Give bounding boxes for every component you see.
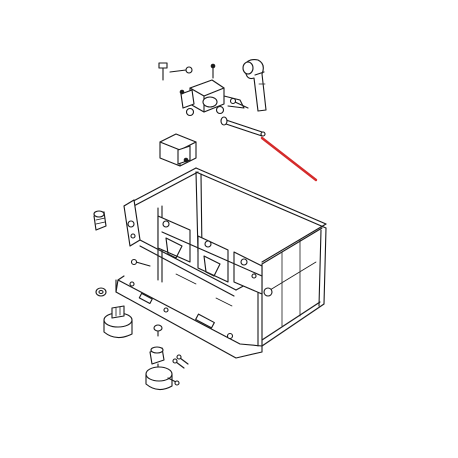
elbow-tube-part — [242, 59, 267, 112]
pressure-switch-part — [103, 305, 133, 339]
thermostat-part — [145, 366, 180, 391]
fitting-left-part — [93, 210, 107, 231]
bolt-left-part — [130, 258, 151, 267]
nut-left-part — [95, 287, 107, 297]
screws-pair-part — [172, 354, 189, 369]
screw-top-left-part — [158, 62, 168, 81]
frame-chassis-part — [115, 167, 327, 359]
probe-rod-part — [260, 136, 318, 182]
small-cap-part — [153, 324, 163, 337]
probe-rod-black-part — [220, 116, 266, 137]
coil-connector-part — [159, 133, 197, 167]
solenoid-valve-part — [179, 63, 245, 117]
small-screw-a-part — [229, 97, 249, 109]
wire-clip-part — [169, 66, 193, 74]
